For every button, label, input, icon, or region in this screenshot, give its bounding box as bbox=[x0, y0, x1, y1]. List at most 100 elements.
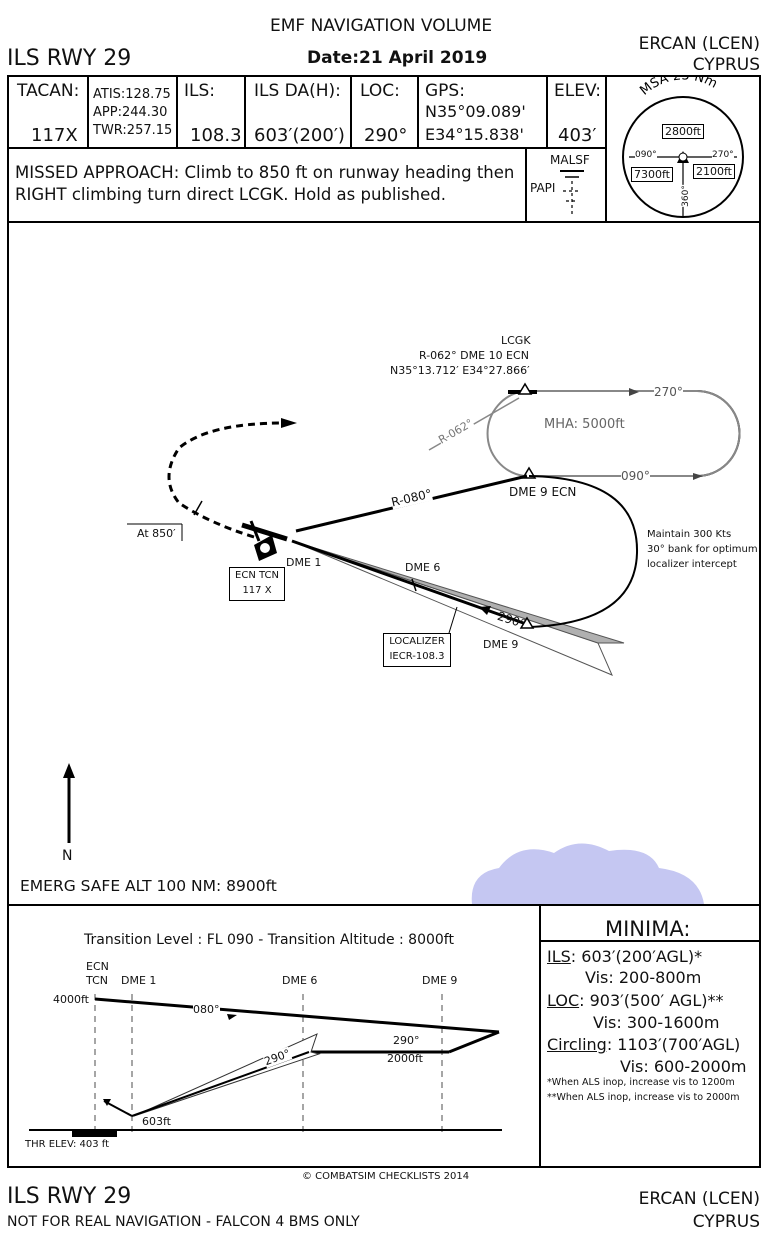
procedure-title: ILS RWY 29 bbox=[7, 46, 132, 71]
tcn-label: TCN bbox=[86, 974, 108, 987]
altitude-4000: 4000ft bbox=[53, 993, 89, 1006]
minima-box: MINIMA: ILS: 603′(200′AGL)* Vis: 200-800… bbox=[539, 904, 761, 1168]
profile-dme1: DME 1 bbox=[121, 974, 157, 987]
lcgk-name: LCGK bbox=[501, 334, 531, 347]
minima-note-1: *When ALS inop, increase vis to 1200m bbox=[547, 1077, 735, 1088]
copyright: © COMBATSIM CHECKLISTS 2014 bbox=[302, 1171, 470, 1182]
ils-minima-value: : 603′(200′AGL)* bbox=[570, 947, 703, 966]
loc-cell: LOC: 290° bbox=[352, 77, 419, 149]
loc-label: LOC: bbox=[360, 81, 400, 101]
da-cell: ILS DA(H): 603′(200′) bbox=[246, 77, 352, 149]
course-080-label: 080° bbox=[193, 1003, 220, 1016]
loc-minima: LOC: 903′(500′ AGL)** bbox=[547, 991, 723, 1010]
twr-freq: TWR:257.15 bbox=[93, 123, 173, 138]
msa-bearing-360: 360° bbox=[680, 185, 691, 207]
lcgk-fix-icon bbox=[517, 382, 533, 395]
dme9-ecn-label: DME 9 ECN bbox=[509, 485, 577, 499]
dme6-label: DME 6 bbox=[405, 561, 441, 574]
msa-title: MSA 25 Nm bbox=[637, 77, 719, 99]
gps-lat: N35°09.089' bbox=[425, 102, 526, 121]
localizer-course-grey bbox=[291, 540, 625, 644]
course-290-upper: 290° bbox=[393, 1034, 420, 1047]
altitude-2000: 2000ft bbox=[387, 1052, 423, 1065]
gps-label: GPS: bbox=[425, 81, 465, 101]
localizer-id: IECR-108.3 bbox=[389, 651, 445, 662]
volume-title: EMF NAVIGATION VOLUME bbox=[270, 16, 493, 36]
localizer-name: LOCALIZER bbox=[389, 636, 445, 647]
maintain-line-3: localizer intercept bbox=[647, 559, 737, 570]
dme9-label: DME 9 bbox=[483, 638, 519, 651]
ils-minima: ILS: 603′(200′AGL)* bbox=[547, 947, 702, 966]
circling-minima-label: Circling bbox=[547, 1035, 607, 1054]
atis-freq: ATIS:128.75 bbox=[93, 87, 171, 102]
emergency-safe-altitude: EMERG SAFE ALT 100 NM: 8900ft bbox=[20, 877, 277, 895]
airport-name: ERCAN (LCEN) bbox=[638, 34, 760, 54]
hold-left-turn bbox=[486, 390, 525, 477]
north-label: N bbox=[62, 848, 73, 864]
at-850-label: At 850′ bbox=[137, 527, 176, 540]
ils-visibility: Vis: 200-800m bbox=[585, 968, 702, 987]
lcgk-radial: R-062° DME 10 ECN bbox=[419, 349, 529, 362]
loc-minima-value: : 903′(500′ AGL)** bbox=[579, 991, 724, 1010]
ecn-tcn-channel: 117 X bbox=[242, 585, 272, 596]
gps-cell: GPS: N35°09.089' E34°15.838' bbox=[419, 77, 548, 149]
outbound-leg bbox=[94, 997, 500, 1034]
missed-line-1: MISSED APPROACH: Climb to 850 ft on runw… bbox=[15, 163, 515, 182]
da-label: ILS DA(H): bbox=[254, 81, 341, 101]
dme1-label: DME 1 bbox=[286, 556, 322, 569]
missed-approach-box: MISSED APPROACH: Climb to 850 ft on runw… bbox=[7, 147, 607, 223]
ils-minima-label: ILS bbox=[547, 947, 571, 966]
runway-29 bbox=[241, 522, 288, 542]
ils-cell: ILS: 108.3 bbox=[178, 77, 246, 149]
gps-lon: E34°15.838' bbox=[425, 125, 524, 144]
lighting-divider bbox=[525, 149, 527, 221]
ecn-label: ECN bbox=[86, 960, 109, 973]
msa-north-sector: 2800ft bbox=[662, 124, 704, 139]
circling-minima: Circling: 1103′(700′AGL) bbox=[547, 1035, 740, 1054]
minima-note-2: **When ALS inop, increase vis to 2000m bbox=[547, 1092, 740, 1103]
transition-info: Transition Level : FL 090 - Transition A… bbox=[84, 932, 454, 948]
altitude-603: 603ft bbox=[142, 1115, 171, 1128]
final-approach-track bbox=[291, 539, 530, 627]
tacan-cell: TACAN: 117X bbox=[9, 77, 89, 149]
da-value: 603′(200′) bbox=[254, 125, 345, 146]
msa-box: MSA 25 Nm 2800ft 7300ft 2100ft 090° 270°… bbox=[605, 75, 761, 223]
threshold-elevation: THR ELEV: 403 ft bbox=[25, 1139, 110, 1150]
localizer-course-white bbox=[291, 540, 613, 676]
profile-dme9: DME 9 bbox=[422, 974, 458, 987]
minima-title: MINIMA: bbox=[605, 917, 691, 941]
hold-right-side bbox=[524, 390, 741, 477]
maintain-line-2: 30° bank for optimum bbox=[647, 544, 758, 555]
glideslope-feather bbox=[133, 1033, 321, 1117]
elev-value: 403′ bbox=[558, 125, 597, 146]
hold-inbound-label: 090° bbox=[621, 469, 650, 483]
frequency-row: TACAN: 117X ATIS:128.75 APP:244.30 TWR:2… bbox=[7, 75, 607, 149]
localizer-box: LOCALIZER IECR-108.3 bbox=[383, 633, 451, 667]
comm-cell: ATIS:128.75 APP:244.30 TWR:257.15 bbox=[89, 77, 178, 149]
app-freq: APP:244.30 bbox=[93, 105, 168, 120]
footer-airport: ERCAN (LCEN) bbox=[638, 1189, 760, 1209]
profile-view: Transition Level : FL 090 - Transition A… bbox=[7, 904, 541, 1168]
svg-text:MSA 25 Nm: MSA 25 Nm bbox=[637, 77, 719, 99]
loc-value: 290° bbox=[364, 125, 408, 146]
circling-visibility: Vis: 600-2000m bbox=[620, 1057, 747, 1076]
missed-line-2: RIGHT climbing turn direct LCGK. Hold as… bbox=[15, 185, 446, 204]
tacan-value: 117X bbox=[31, 125, 78, 146]
msa-bearing-270: 270° bbox=[712, 150, 734, 160]
ecn-tcn-name: ECN TCN bbox=[235, 570, 279, 581]
dme9-final-fix-icon bbox=[519, 616, 535, 629]
elev-label: ELEV: bbox=[554, 81, 601, 101]
airport-country: CYPRUS bbox=[692, 55, 760, 75]
footer-disclaimer: NOT FOR REAL NAVIGATION - FALCON 4 BMS O… bbox=[7, 1214, 360, 1230]
loc-visibility: Vis: 300-1600m bbox=[593, 1013, 720, 1032]
maintain-line-1: Maintain 300 Kts bbox=[647, 529, 732, 540]
missed-approach-path bbox=[167, 421, 285, 539]
papi-label: PAPI bbox=[530, 181, 556, 195]
lcgk-coords: N35°13.712′ E34°27.866′ bbox=[390, 364, 530, 377]
cloud-shape bbox=[471, 843, 704, 904]
plan-view: LCGK R-062° DME 10 ECN N35°13.712′ E34°2… bbox=[7, 221, 761, 906]
chart-date: Date:21 April 2019 bbox=[307, 48, 488, 68]
msa-se-sector: 2100ft bbox=[693, 164, 735, 179]
tacan-label: TACAN: bbox=[17, 81, 80, 101]
circling-minima-value: : 1103′(700′AGL) bbox=[606, 1035, 741, 1054]
